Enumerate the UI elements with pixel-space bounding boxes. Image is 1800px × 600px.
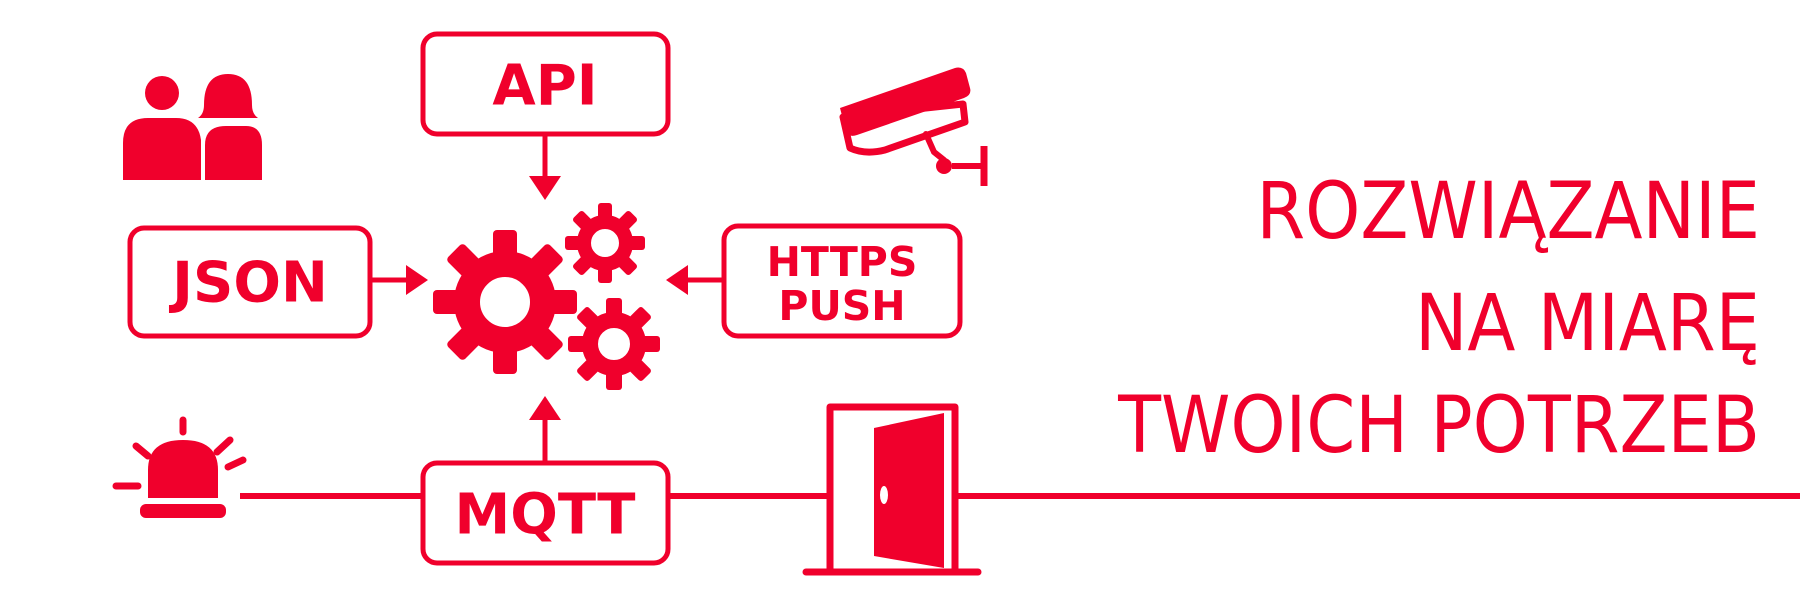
small-gear-bottom-icon	[568, 298, 660, 390]
https-push-box: HTTPS PUSH	[721, 223, 963, 339]
gears-icon	[433, 203, 660, 390]
arrow-json-right	[372, 265, 428, 295]
headline: ROZWIĄZANIE NA MIARĘ TWOICH POTRZEB	[1117, 167, 1760, 471]
mqtt-label: MQTT	[454, 483, 635, 548]
headline-line-3: TWOICH POTRZEB	[1117, 381, 1760, 471]
large-gear-icon	[433, 230, 577, 374]
users-icon	[123, 74, 262, 180]
headline-line-2: NA MIARĘ	[1415, 279, 1760, 369]
api-box: API	[420, 31, 671, 137]
api-label: API	[492, 54, 597, 119]
door-icon	[802, 403, 982, 576]
json-label: JSON	[168, 251, 328, 316]
headline-line-1: ROZWIĄZANIE	[1256, 167, 1760, 257]
arrow-mqtt-up	[529, 396, 561, 462]
https-label: HTTPS	[767, 238, 918, 286]
alarm-siren-icon	[112, 416, 247, 518]
security-camera-icon	[839, 67, 988, 186]
arrow-https-left	[666, 265, 722, 295]
json-box: JSON	[127, 225, 373, 339]
push-label: PUSH	[778, 282, 905, 330]
arrow-api-down	[529, 136, 561, 200]
small-gear-top-icon	[565, 203, 645, 283]
mqtt-box: MQTT	[420, 460, 671, 566]
